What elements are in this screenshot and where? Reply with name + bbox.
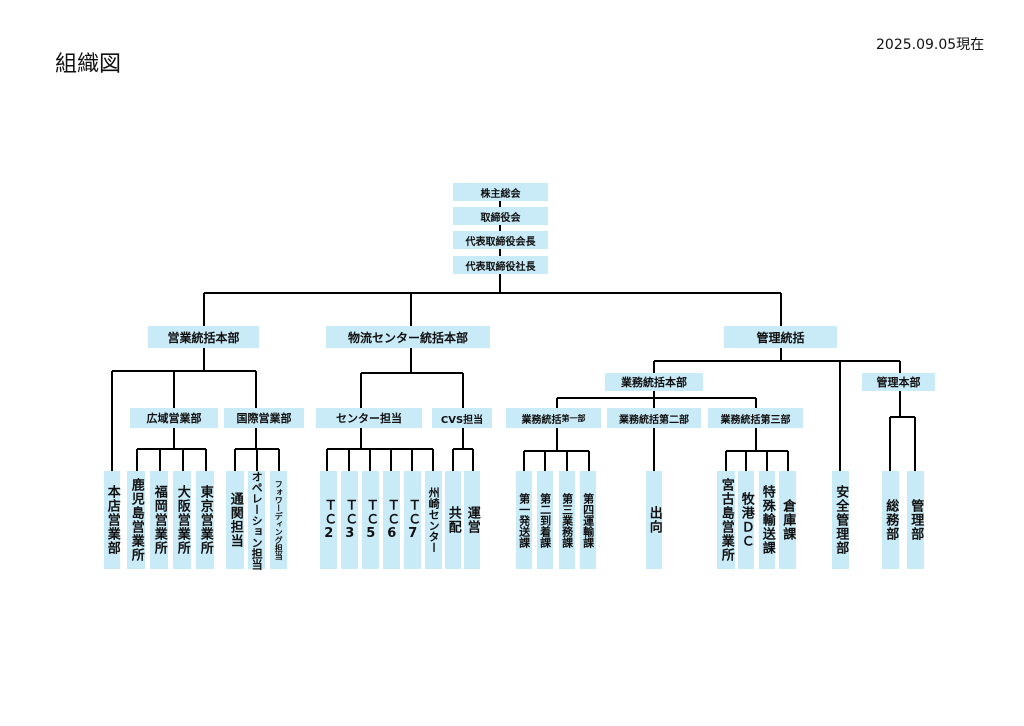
division-sales: 営業統括本部: [148, 326, 259, 348]
unit-transport-4: 第四運輸課: [580, 471, 596, 569]
unit-makiminato-dc: 牧港ＤＣ: [738, 471, 754, 569]
unit-tokyo: 東京営業所: [196, 471, 214, 569]
unit-kagoshima: 鹿児島営業所: [127, 471, 145, 569]
unit-fukuoka: 福岡営業所: [150, 471, 168, 569]
page-title: 組織図: [55, 52, 122, 77]
division-admin: 管理統括: [724, 326, 837, 348]
unit-arrival-2: 第二到着課: [537, 471, 553, 569]
unit-tc6: ＴＣ6: [383, 471, 400, 569]
dept-cvs-manager: CVS担当: [432, 408, 492, 428]
unit-customs: 通関担当: [226, 471, 244, 569]
dept-operations-3: 業務統括第三部: [708, 408, 803, 428]
dept-operations-1: 業務統括第一部: [506, 408, 601, 428]
unit-general-affairs: 総務部: [882, 471, 899, 569]
dept-operations-1-suffix: 第一部: [561, 413, 586, 423]
division-logistics: 物流センター統括本部: [326, 326, 490, 348]
unit-warehouse: 倉庫課: [779, 471, 796, 569]
unit-osaka: 大阪営業所: [173, 471, 191, 569]
unit-operations: 運営: [464, 471, 480, 569]
dept-center-manager: センター担当: [316, 408, 422, 428]
unit-management: 管理部: [907, 471, 924, 569]
dept-operations-1-main: 業務統括: [521, 414, 562, 426]
unit-shuzaki-center: 州崎センター: [425, 471, 442, 569]
unit-tc2: ＴＣ2: [320, 471, 337, 569]
as-of-date: 2025.09.05現在: [876, 37, 985, 53]
dept-intl-sales: 国際営業部: [224, 408, 304, 428]
unit-miyakojima: 宮古島営業所: [717, 471, 735, 569]
unit-safety-management: 安全管理部: [832, 471, 849, 569]
unit-dispatch-1: 第一発送課: [516, 471, 532, 569]
shareholders-meeting-box: 株主総会: [453, 183, 548, 201]
unit-tc7: ＴＣ7: [404, 471, 421, 569]
unit-tc5: ＴＣ5: [362, 471, 379, 569]
unit-special-transport: 特殊輸送課: [759, 471, 775, 569]
dept-management-hq: 管理本部: [862, 373, 935, 391]
dept-wide-sales: 広域営業部: [130, 408, 218, 428]
unit-head-office-sales: 本店営業部: [104, 471, 120, 569]
unit-business-3: 第三業務課: [559, 471, 575, 569]
unit-secondment: 出向: [646, 471, 662, 569]
unit-operation: オペレーション担当: [248, 471, 265, 570]
dept-operations-hq: 業務統括本部: [605, 373, 703, 391]
unit-forwarding: フォワーディング担当: [270, 471, 287, 569]
board-of-directors-box: 取締役会: [453, 207, 548, 225]
dept-operations-2: 業務統括第二部: [607, 408, 701, 428]
president-box: 代表取締役社長: [453, 256, 548, 274]
chairman-box: 代表取締役会長: [453, 231, 548, 249]
unit-tc3: ＴＣ3: [341, 471, 358, 569]
unit-joint-delivery: 共配: [445, 471, 461, 569]
